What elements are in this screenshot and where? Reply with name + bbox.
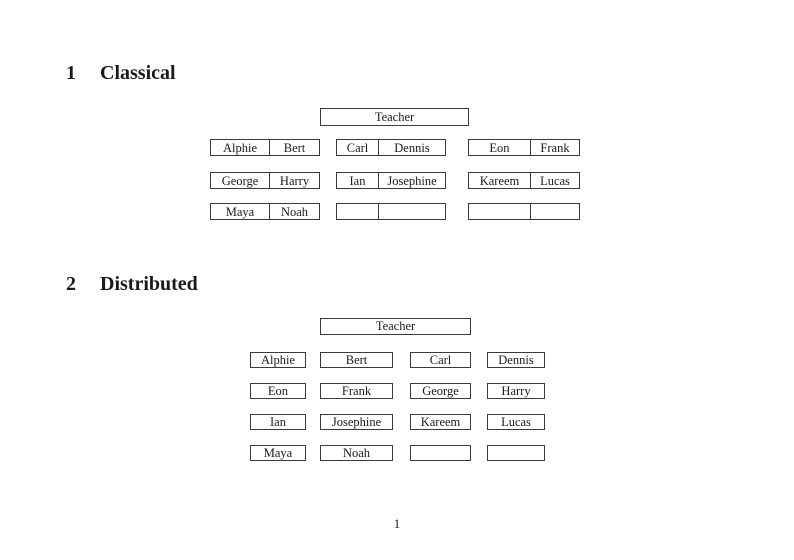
desk-cell: Dennis: [394, 140, 430, 155]
desk-cell: Eon: [469, 140, 531, 155]
desk-single-empty: [487, 445, 545, 461]
desk-pair: Carl Dennis: [336, 139, 446, 156]
desk-single: Alphie: [250, 352, 306, 368]
desk-single: Ian: [250, 414, 306, 430]
desk-single: Bert: [320, 352, 393, 368]
desk-pair: George Harry: [210, 172, 320, 189]
section-title: Classical: [100, 62, 176, 84]
desk-pair: Alphie Bert: [210, 139, 320, 156]
desk-cell: George: [211, 173, 270, 188]
teacher-label: Teacher: [374, 109, 415, 124]
teacher-label: Teacher: [375, 319, 416, 333]
section-number: 1: [66, 62, 76, 84]
desk-cell: Bert: [283, 140, 306, 155]
desk-cell: [337, 204, 379, 219]
section-title: Distributed: [100, 273, 198, 295]
page-number: 1: [393, 516, 401, 531]
desk-single: Lucas: [487, 414, 545, 430]
desk-single: George: [410, 383, 471, 399]
desk-single: Maya: [250, 445, 306, 461]
desk-cell: Josephine: [387, 173, 437, 188]
section-heading-distributed: 2 Distributed: [66, 273, 198, 295]
desk-single: Frank: [320, 383, 393, 399]
desk-single: Kareem: [410, 414, 471, 430]
desk-cell: Maya: [211, 204, 270, 219]
desk-cell: Harry: [279, 173, 310, 188]
desk-single: Noah: [320, 445, 393, 461]
desk-cell: [469, 204, 531, 219]
desk-cell: [531, 204, 579, 219]
desk-cell: Alphie: [211, 140, 270, 155]
desk-single: Harry: [487, 383, 545, 399]
desk-single: Eon: [250, 383, 306, 399]
section-number: 2: [66, 273, 76, 295]
desk-cell: Frank: [540, 140, 570, 155]
desk-pair: Eon Frank: [468, 139, 580, 156]
desk-pair: Maya Noah: [210, 203, 320, 220]
desk-single: Dennis: [487, 352, 545, 368]
desk-pair-empty: [468, 203, 580, 220]
teacher-box: Teacher: [320, 108, 469, 126]
desk-cell: Ian: [337, 173, 379, 188]
section-heading-classical: 1 Classical: [66, 62, 176, 84]
desk-cell: Noah: [280, 204, 309, 219]
desk-single-empty: [410, 445, 471, 461]
desk-cell: Carl: [337, 140, 379, 155]
teacher-box: Teacher: [320, 318, 471, 335]
desk-single: Josephine: [320, 414, 393, 430]
desk-pair-empty: [336, 203, 446, 220]
desk-pair: Kareem Lucas: [468, 172, 580, 189]
desk-cell: [379, 204, 445, 219]
desk-single: Carl: [410, 352, 471, 368]
desk-pair: Ian Josephine: [336, 172, 446, 189]
desk-cell: Lucas: [540, 173, 570, 188]
desk-cell: Kareem: [469, 173, 531, 188]
